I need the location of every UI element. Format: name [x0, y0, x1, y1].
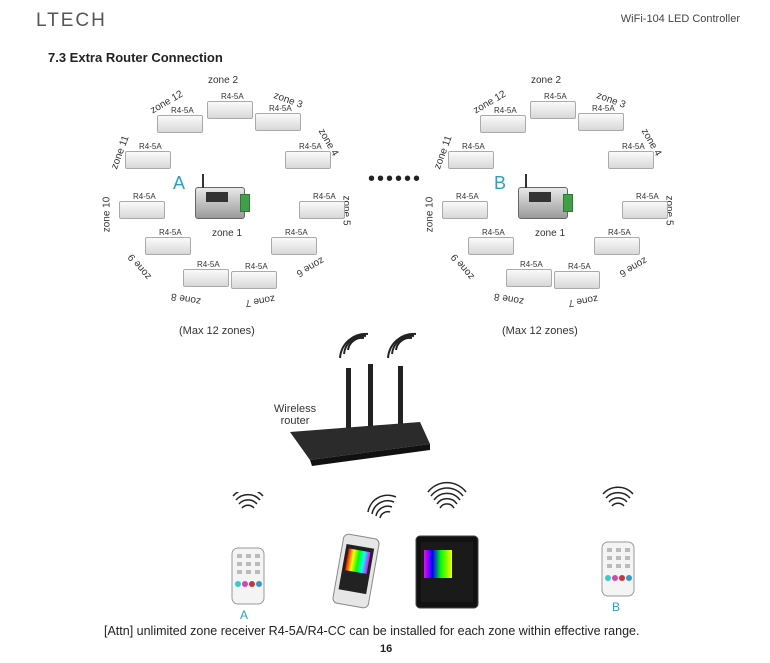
- receiver-r4-5a: R4-5A: [157, 106, 203, 133]
- zone-label: zone 9: [449, 251, 477, 282]
- zone-label: zone 8: [170, 290, 202, 307]
- section-title: 7.3 Extra Router Connection: [48, 50, 223, 65]
- receiver-r4-5a: R4-5A: [255, 104, 301, 131]
- receiver-r4-5a: R4-5A: [530, 92, 576, 119]
- wifi-controller: [518, 174, 573, 219]
- receiver-r4-5a: R4-5A: [183, 260, 229, 287]
- remote-control-b: [601, 486, 635, 597]
- max-zones-label: (Max 12 zones): [179, 325, 255, 337]
- receiver-r4-5a: R4-5A: [299, 192, 345, 219]
- zone-label: zone 10: [424, 196, 436, 233]
- zone-label: zone 6: [294, 254, 326, 279]
- document-title: WiFi-104 LED Controller: [620, 13, 740, 25]
- receiver-r4-5a: R4-5A: [207, 92, 253, 119]
- cluster-a: zone 2 zone 3 zone 4 zone 5 zone 6 zone …: [95, 75, 395, 337]
- remote-a-label: A: [240, 608, 249, 622]
- wireless-router-illustration: [290, 332, 430, 466]
- receiver-r4-5a: R4-5A: [125, 142, 171, 169]
- antenna: [398, 366, 403, 438]
- receiver-r4-5a: R4-5A: [285, 142, 331, 169]
- receiver-r4-5a: R4-5A: [608, 142, 654, 169]
- cluster-letter: A: [173, 173, 186, 193]
- receiver-r4-5a: R4-5A: [594, 228, 640, 255]
- zone-label: zone 9: [126, 251, 154, 282]
- tablet-illustration: [415, 481, 479, 609]
- cluster-letter: B: [494, 173, 507, 193]
- receiver-r4-5a: R4-5A: [231, 262, 277, 289]
- receiver-r4-5a: R4-5A: [119, 192, 165, 219]
- receiver-r4-5a: R4-5A: [468, 228, 514, 255]
- receiver-r4-5a: R4-5A: [448, 142, 494, 169]
- receiver-r4-5a: R4-5A: [145, 228, 191, 255]
- cluster-b: zone 2 zone 3 zone 4 zone 5 zone 6 zone …: [418, 75, 718, 337]
- zone-label: zone 8: [493, 290, 525, 307]
- zone-label: zone 6: [617, 254, 649, 279]
- remote-control-a: [231, 492, 265, 605]
- zone-label: zone 2: [531, 75, 562, 86]
- max-zones-label: (Max 12 zones): [502, 325, 578, 337]
- receiver-r4-5a: R4-5A: [271, 228, 317, 255]
- zone-label: zone 10: [101, 196, 113, 233]
- antenna: [368, 364, 373, 434]
- page-number: 16: [380, 643, 393, 655]
- receiver-r4-5a: R4-5A: [622, 192, 668, 219]
- brand-logo: LTECH: [36, 10, 107, 31]
- zone-label: zone 2: [208, 75, 239, 86]
- controller-zone-label: zone 1: [535, 228, 566, 239]
- zone-label: zone 7: [567, 292, 599, 309]
- antenna: [346, 368, 351, 438]
- smartphone-illustration: [332, 494, 397, 609]
- receiver-r4-5a: R4-5A: [578, 104, 624, 131]
- receiver-r4-5a: R4-5A: [442, 192, 488, 219]
- controller-zone-label: zone 1: [212, 228, 243, 239]
- ellipsis: ••••••: [368, 168, 423, 190]
- remote-b-label: B: [612, 600, 621, 614]
- wifi-controller: [195, 174, 250, 219]
- zone-label: zone 7: [244, 292, 276, 309]
- receiver-r4-5a: R4-5A: [554, 262, 600, 289]
- receiver-r4-5a: R4-5A: [480, 106, 526, 133]
- receiver-r4-5a: R4-5A: [506, 260, 552, 287]
- attention-note: [Attn] unlimited zone receiver R4-5A/R4-…: [104, 624, 640, 638]
